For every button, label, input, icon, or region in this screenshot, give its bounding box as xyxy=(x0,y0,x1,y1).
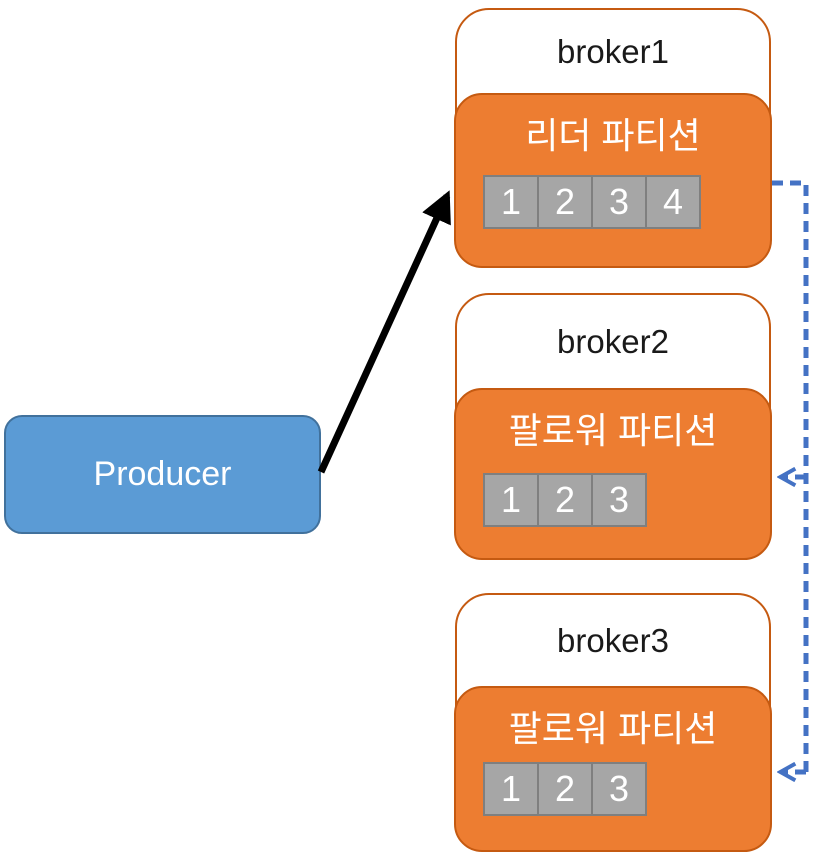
broker2-title: broker2 xyxy=(557,323,669,360)
segment-cell: 1 xyxy=(483,762,539,816)
broker3-title: broker3 xyxy=(557,622,669,659)
segment-cell: 1 xyxy=(483,175,539,229)
producer-label: Producer xyxy=(93,455,232,493)
follower-partition-2-label: 팔로워 파티션 xyxy=(508,708,718,749)
segment-cell: 3 xyxy=(591,762,647,816)
segment-cell: 2 xyxy=(537,762,593,816)
follower-partition-1-label: 팔로워 파티션 xyxy=(508,410,718,451)
leader-partition-label: 리더 파티션 xyxy=(525,115,701,156)
segment-cell: 1 xyxy=(483,473,539,527)
segment-cell: 2 xyxy=(537,175,593,229)
replication-path xyxy=(772,180,809,772)
segment-cell: 3 xyxy=(591,473,647,527)
segment-cell: 2 xyxy=(537,473,593,527)
segment-cell: 3 xyxy=(591,175,647,229)
produce-arrow xyxy=(317,190,451,474)
producer-node: Producer xyxy=(4,415,321,534)
broker1-title: broker1 xyxy=(557,33,669,70)
segment-cell: 4 xyxy=(645,175,701,229)
